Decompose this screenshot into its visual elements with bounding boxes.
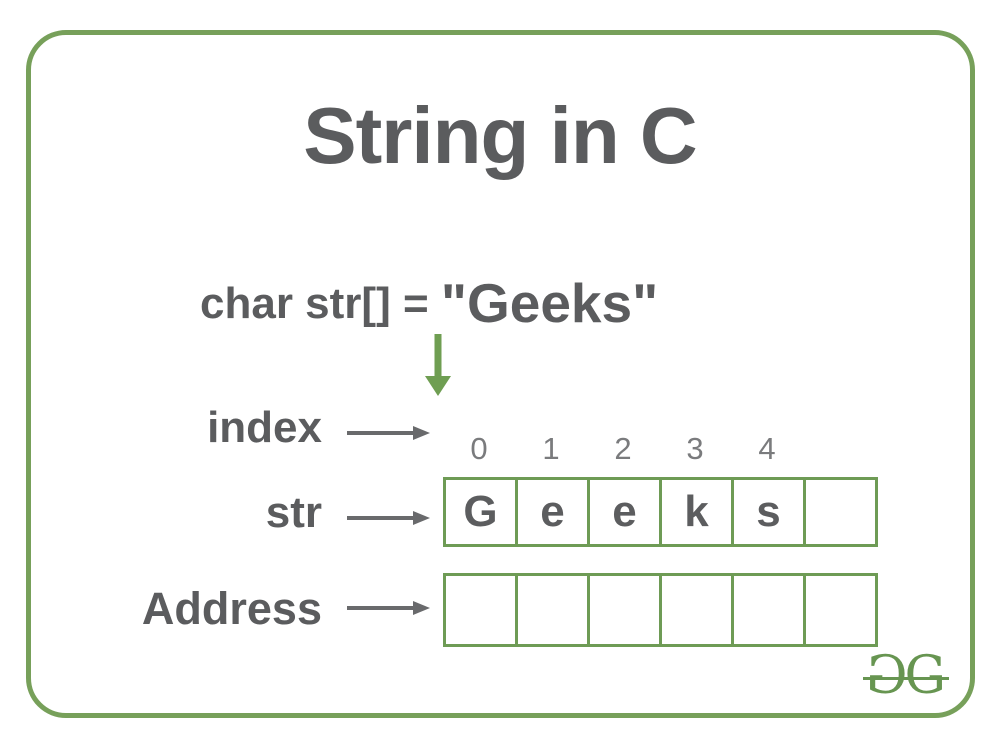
str-cell (803, 477, 878, 547)
code-declaration-value: "Geeks" (440, 272, 659, 334)
right-arrow-icon (347, 511, 430, 525)
code-declaration-prefix: char str[] = (200, 279, 441, 328)
index-row-label: index (207, 403, 322, 452)
diagram-title: String in C (303, 91, 697, 180)
diagram-border-frame (26, 30, 975, 718)
str-cell: e (515, 477, 590, 547)
address-cell (443, 573, 518, 647)
index-value: 1 (542, 431, 560, 466)
index-value: 2 (614, 431, 632, 466)
code-declaration: char str[] = "Geeks" (200, 276, 658, 331)
str-cell: G (443, 477, 518, 547)
address-cell (659, 573, 734, 647)
index-value: 0 (470, 431, 488, 466)
down-arrow-icon (425, 334, 451, 396)
str-cell: s (731, 477, 806, 547)
str-cell: k (659, 477, 734, 547)
logo-letter-mirrored-g: G (866, 646, 908, 706)
address-array-row (443, 573, 878, 647)
str-array-row: G e e k s (443, 477, 878, 547)
address-cell (515, 573, 590, 647)
logo-strike-line (863, 677, 950, 680)
right-arrow-icon (347, 426, 430, 440)
right-arrow-icon (347, 601, 430, 615)
address-cell (731, 573, 806, 647)
address-cell (587, 573, 662, 647)
address-row-label: Address (141, 583, 322, 634)
logo-letter-g: G (904, 646, 947, 706)
index-value: 3 (686, 431, 704, 466)
str-row-label: str (265, 488, 322, 537)
str-cell: e (587, 477, 662, 547)
address-cell (803, 573, 878, 647)
index-value: 4 (758, 431, 776, 466)
geeksforgeeks-logo: GG (863, 646, 950, 706)
